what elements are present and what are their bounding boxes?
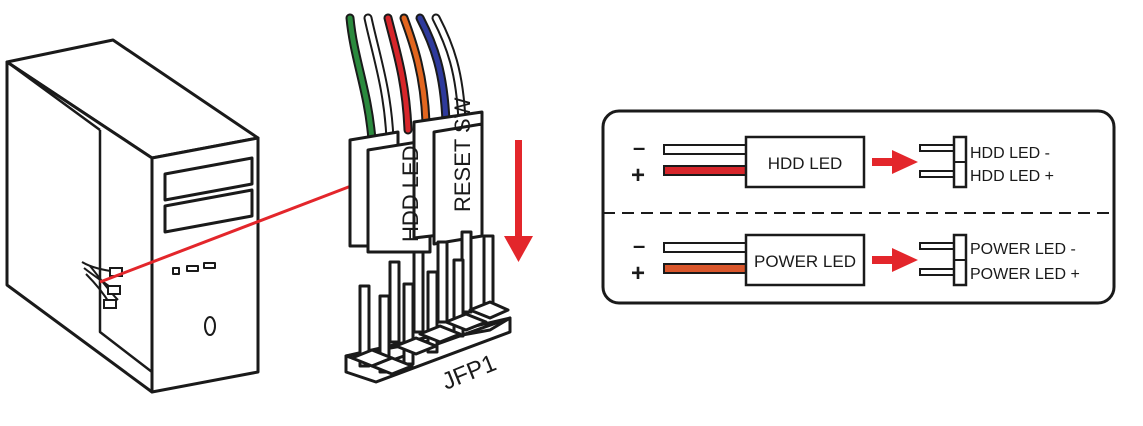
pin-minus-label: HDD LED - [970, 145, 1050, 162]
pin-socket [370, 356, 414, 376]
front-port-2 [203, 262, 216, 269]
plug-box [744, 233, 866, 287]
wire-blue [417, 15, 449, 125]
drive-bay-1 [163, 156, 254, 202]
reset-sw-plug-front [432, 122, 484, 246]
pin [482, 234, 495, 310]
plus-sign: + [631, 260, 645, 287]
reset-sw-connector-label: RESET SW [450, 97, 475, 212]
pin [358, 284, 371, 368]
minus-sign: – [633, 233, 645, 258]
pin-socket [394, 336, 438, 356]
pin [426, 270, 439, 354]
wire-plus [663, 263, 747, 274]
wire-red [385, 15, 411, 133]
tower-inner-edge [98, 130, 153, 373]
minus-sign: – [633, 135, 645, 160]
connector-plugs [348, 110, 484, 254]
legend-frame [601, 109, 1116, 305]
connector-wires [345, 13, 467, 145]
pin-socket [418, 324, 462, 344]
pc-tower [5, 38, 260, 394]
hdd-led-connector-label: HDD LED [398, 145, 423, 242]
front-button-1 [172, 267, 180, 275]
plug-box [744, 135, 866, 189]
wire-white-2 [433, 15, 465, 125]
pin-socket [444, 312, 488, 332]
pin-socket [468, 300, 510, 320]
wire-plus [663, 165, 747, 176]
front-port-1 [186, 265, 199, 272]
pin [436, 240, 449, 324]
wire-white-1 [365, 15, 393, 143]
pin [412, 250, 425, 334]
legend-panel: – + HDD LED HDD LED - HDD LED + – + POWE… [601, 109, 1116, 305]
power-button-icon [204, 316, 216, 336]
wire-minus [663, 242, 747, 253]
plug-label: POWER LED [754, 252, 856, 271]
arrow-right-icon [892, 248, 918, 272]
plug-label: HDD LED [768, 154, 843, 173]
insert-arrow [504, 140, 533, 262]
plus-sign: + [631, 162, 645, 189]
pointer-line [99, 176, 373, 284]
wire-green [347, 15, 375, 143]
pin [388, 260, 401, 344]
pin-minus-label: POWER LED - [970, 241, 1076, 258]
legend-row-hdd-led: – + HDD LED HDD LED - HDD LED + [631, 135, 1054, 189]
jfp1-header [344, 230, 512, 384]
legend-row-power-led: – + POWER LED POWER LED - POWER LED + [631, 233, 1080, 287]
pin-plus-label: POWER LED + [970, 266, 1080, 283]
drive-bay-2 [163, 188, 254, 234]
arrow-right-icon [892, 150, 918, 174]
pin-plus-label: HDD LED + [970, 168, 1054, 185]
wire-orange [401, 15, 429, 125]
wire-minus [663, 144, 747, 155]
